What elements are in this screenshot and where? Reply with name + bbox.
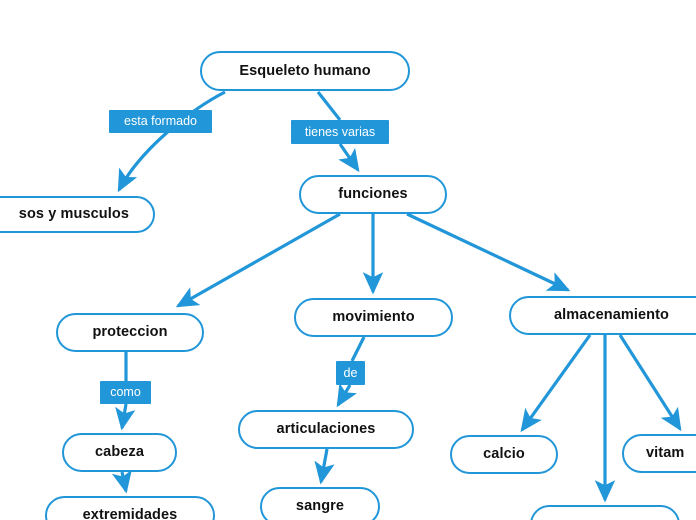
node-label: calcio — [483, 446, 525, 463]
node-label: articulaciones — [276, 421, 376, 438]
edge-cabeza-to-extremidades — [111, 469, 132, 494]
node-mineral[interactable] — [530, 505, 680, 520]
edge-funciones-to-proteccion — [175, 212, 341, 308]
node-label: movimiento — [332, 309, 415, 326]
node-proteccion[interactable]: proteccion — [56, 313, 204, 352]
edge-label-como[interactable]: como — [100, 381, 151, 404]
node-label: vitam — [646, 445, 685, 462]
node-label: proteccion — [92, 324, 168, 341]
edge-almacenamiento-to-calcio — [520, 334, 592, 433]
edge-label-tienes-varias[interactable]: tienes varias — [291, 120, 389, 144]
node-almacenamiento[interactable]: almacenamiento — [509, 296, 696, 335]
node-label: cabeza — [95, 444, 144, 461]
node-sangre[interactable]: sangre — [260, 487, 380, 520]
node-label: funciones — [338, 186, 408, 203]
node-label: Esqueleto humano — [239, 62, 371, 79]
node-huesos-y-musculos[interactable]: sos y musculos — [0, 196, 155, 233]
node-articulaciones[interactable]: articulaciones — [238, 410, 414, 449]
node-vitaminas[interactable]: vitam — [622, 434, 696, 473]
node-movimiento[interactable]: movimiento — [294, 298, 453, 337]
edge-almacenamiento-to-vitaminas — [618, 334, 682, 432]
edge-label-text: esta formado — [124, 114, 197, 128]
edge-funciones-to-almacenamiento — [406, 212, 571, 292]
edge-label-esta-formado[interactable]: esta formado — [109, 110, 212, 133]
node-funciones[interactable]: funciones — [299, 175, 447, 214]
edge-label-text: tienes varias — [304, 124, 376, 139]
node-label: sos y musculos — [18, 206, 129, 223]
node-label: almacenamiento — [553, 307, 670, 324]
node-cabeza[interactable]: cabeza — [62, 433, 177, 472]
node-label: extremidades — [82, 507, 178, 520]
node-calcio[interactable]: calcio — [450, 435, 558, 474]
edge-articulaciones-to-sangre — [314, 448, 335, 485]
edge-label-text: como — [110, 385, 141, 399]
edge-root-to-huesos — [117, 90, 226, 193]
node-extremidades[interactable]: extremidades — [45, 496, 215, 520]
edge-label-de[interactable]: de — [336, 361, 365, 385]
edge-label-text: de — [343, 365, 358, 380]
node-esqueleto-humano[interactable]: Esqueleto humano — [200, 51, 410, 91]
node-label: sangre — [295, 498, 345, 515]
